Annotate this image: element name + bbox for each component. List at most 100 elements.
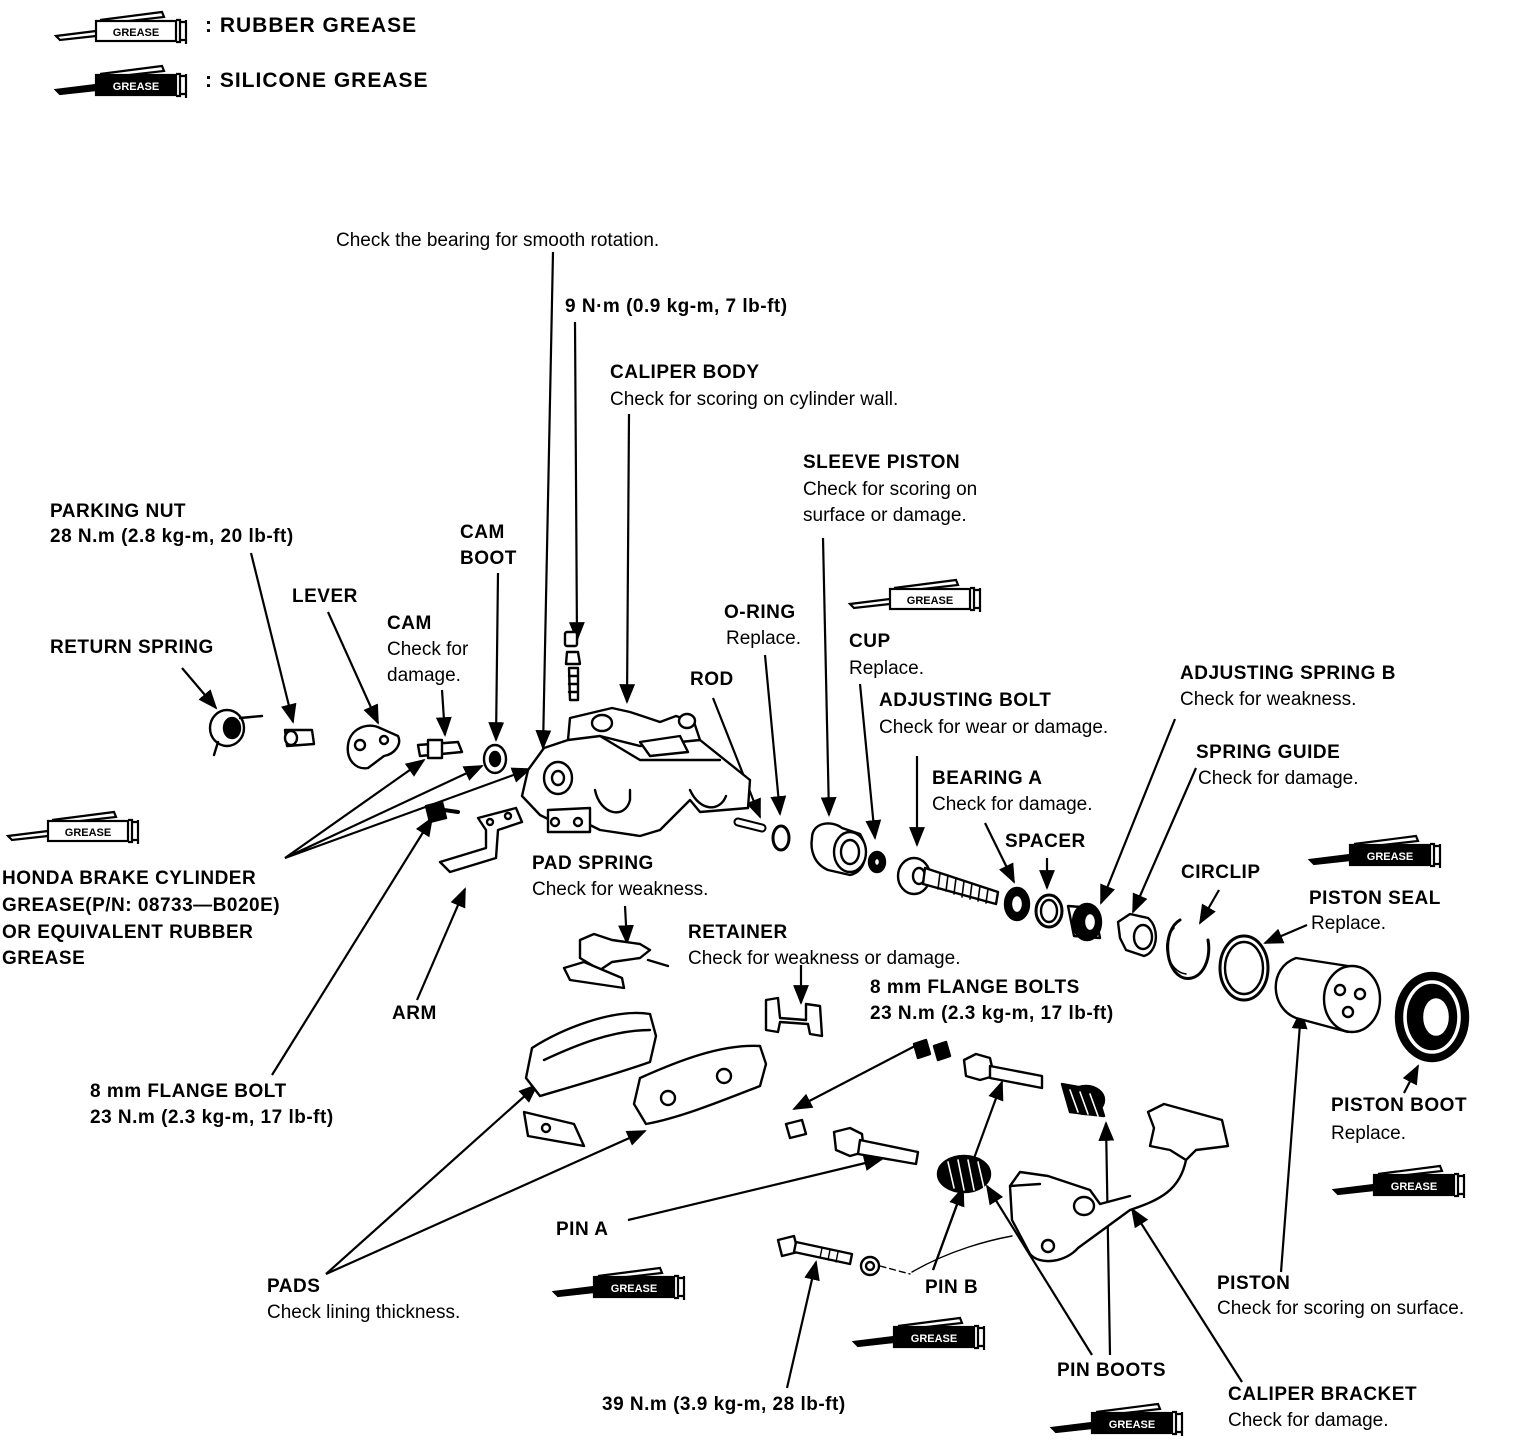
pin-b-part: [962, 1052, 1044, 1090]
return-spring-label: RETURN SPRING: [50, 637, 214, 658]
sleeve-piston-note-2: surface or damage.: [803, 505, 967, 526]
rod-part: [733, 817, 767, 833]
leader-piston: [1279, 1009, 1308, 1273]
spring-guide-note: Check for damage.: [1198, 768, 1359, 789]
caliper-body-title: CALIPER BODY: [610, 362, 760, 383]
leader-rod: [711, 697, 762, 819]
piston-title: PISTON: [1217, 1273, 1291, 1294]
spacer-part: [1034, 893, 1064, 929]
flange-bolts-part: [784, 1038, 952, 1140]
rubber-grease-icon-word: GREASE: [113, 27, 159, 39]
retainer-part: [764, 996, 824, 1038]
leader-pin-a: [627, 1155, 884, 1222]
leader-bearing-a: [984, 822, 1015, 884]
bearing-check-note: Check the bearing for smooth rotation.: [336, 230, 660, 251]
leader-caliper-body: [619, 413, 636, 704]
leader-o-ring: [763, 654, 787, 816]
pin-boot-lower-part: [936, 1154, 992, 1194]
circlip-part: [1166, 918, 1211, 980]
o-ring-title: O-RING: [724, 602, 796, 623]
o-ring-note: Replace.: [726, 628, 801, 649]
honda-grease-line-3: OR EQUIVALENT RUBBER: [2, 922, 254, 943]
leader-bearing: [535, 251, 555, 750]
cam-note-1: Check for: [387, 639, 469, 660]
bearing-a-title: BEARING A: [932, 768, 1043, 789]
leader-parking-nut: [249, 552, 297, 724]
piston-boot-part: [1394, 971, 1470, 1063]
retainer-note: Check for weakness or damage.: [688, 948, 961, 969]
pad-spring-title: PAD SPRING: [532, 853, 654, 874]
leader-adjusting-spring-b: [1099, 718, 1177, 905]
pin-boot-upper-part: [1060, 1082, 1106, 1118]
pad-2-part: [632, 1044, 768, 1126]
piston-seal-silicone-grease-icon: GREASE: [1307, 834, 1442, 868]
leader-honda-3: [284, 767, 532, 860]
cam-note-2: damage.: [387, 665, 461, 686]
spring-guide-title: SPRING GUIDE: [1196, 742, 1341, 763]
caliper-bracket-note: Check for damage.: [1228, 1410, 1389, 1431]
piston-note: Check for scoring on surface.: [1217, 1298, 1465, 1319]
leader-arm: [415, 887, 467, 1001]
leader-flange-bolt-8mm: [271, 816, 434, 1076]
caliper-bracket-title: CALIPER BRACKET: [1228, 1384, 1418, 1405]
piston-part: [1274, 956, 1382, 1034]
leader-pads-2: [325, 1129, 647, 1276]
cam-boot-title-1: CAM: [460, 522, 505, 543]
adjusting-bolt-title: ADJUSTING BOLT: [879, 690, 1052, 711]
rubber-grease-label: : RUBBER GREASE: [205, 14, 418, 37]
rod-label: ROD: [690, 669, 734, 690]
caliper-body-part: [520, 706, 752, 838]
piston-boot-silicone-grease-icon: GREASE: [1331, 1164, 1466, 1198]
svg-text:GREASE: GREASE: [1391, 1181, 1437, 1193]
parking-nut-part: [283, 728, 316, 748]
pad-spring-note: Check for weakness.: [532, 879, 709, 900]
pin-a-label: PIN A: [556, 1219, 609, 1240]
cup-part: [867, 850, 887, 874]
sleeve-piston-part: [810, 822, 868, 877]
leader-caliper-bracket: [1130, 1207, 1243, 1383]
retainer-title: RETAINER: [688, 922, 788, 943]
svg-text:GREASE: GREASE: [911, 1333, 957, 1345]
svg-text:GREASE: GREASE: [65, 827, 111, 839]
leader-pin-boots-2: [1098, 1121, 1115, 1356]
leader-sleeve-piston: [820, 537, 837, 817]
pin-b-silicone-grease-icon: GREASE: [851, 1316, 986, 1350]
piston-seal-note: Replace.: [1311, 913, 1386, 934]
circlip-label: CIRCLIP: [1181, 862, 1261, 883]
adjusting-spring-b-part: [1066, 902, 1103, 942]
leader-return-spring: [181, 667, 218, 710]
lever-label: LEVER: [292, 586, 358, 607]
leader-flange-bolts-8mm: [792, 1045, 916, 1110]
piston-boot-note: Replace.: [1331, 1123, 1406, 1144]
leader-torque-39: [785, 1260, 820, 1389]
pads-note: Check lining thickness.: [267, 1302, 461, 1323]
leader-torque-9: [568, 321, 585, 642]
leader-honda-1: [284, 758, 426, 859]
honda-grease-line-1: HONDA BRAKE CYLINDER: [2, 868, 257, 889]
adjusting-bolt-part: [896, 856, 1000, 906]
leader-cup: [858, 683, 882, 840]
leader-piston-seal: [1263, 923, 1308, 945]
silicone-grease-label: : SILICONE GREASE: [205, 69, 429, 92]
svg-text:GREASE: GREASE: [1109, 1419, 1155, 1431]
pin-b-label: PIN B: [925, 1277, 979, 1298]
torque-39-label: 39 N.m (3.9 kg-m, 28 lb-ft): [602, 1394, 846, 1415]
honda-grease-line-4: GREASE: [2, 948, 86, 969]
cam-boot-title-2: BOOT: [460, 548, 517, 569]
leader-honda-2: [284, 765, 484, 859]
silicone-grease-icon-word: GREASE: [113, 81, 159, 93]
pad-spring-part: [562, 932, 670, 990]
leader-cam-boot: [488, 572, 505, 742]
flange-bolts-torque: 23 N.m (2.3 kg-m, 17 lb-ft): [870, 1003, 1114, 1024]
piston-boot-title: PISTON BOOT: [1331, 1095, 1468, 1116]
lever-part: [346, 724, 401, 770]
caliper-body-note: Check for scoring on cylinder wall.: [610, 389, 899, 410]
o-ring-part: [771, 824, 791, 852]
cam-boot-part: [482, 743, 508, 775]
leader-circlip: [1199, 889, 1220, 925]
cup-rubber-grease-icon: GREASE: [847, 578, 982, 612]
pad-1-part: [522, 1011, 658, 1148]
leader-pin-b-2: [931, 1186, 965, 1271]
